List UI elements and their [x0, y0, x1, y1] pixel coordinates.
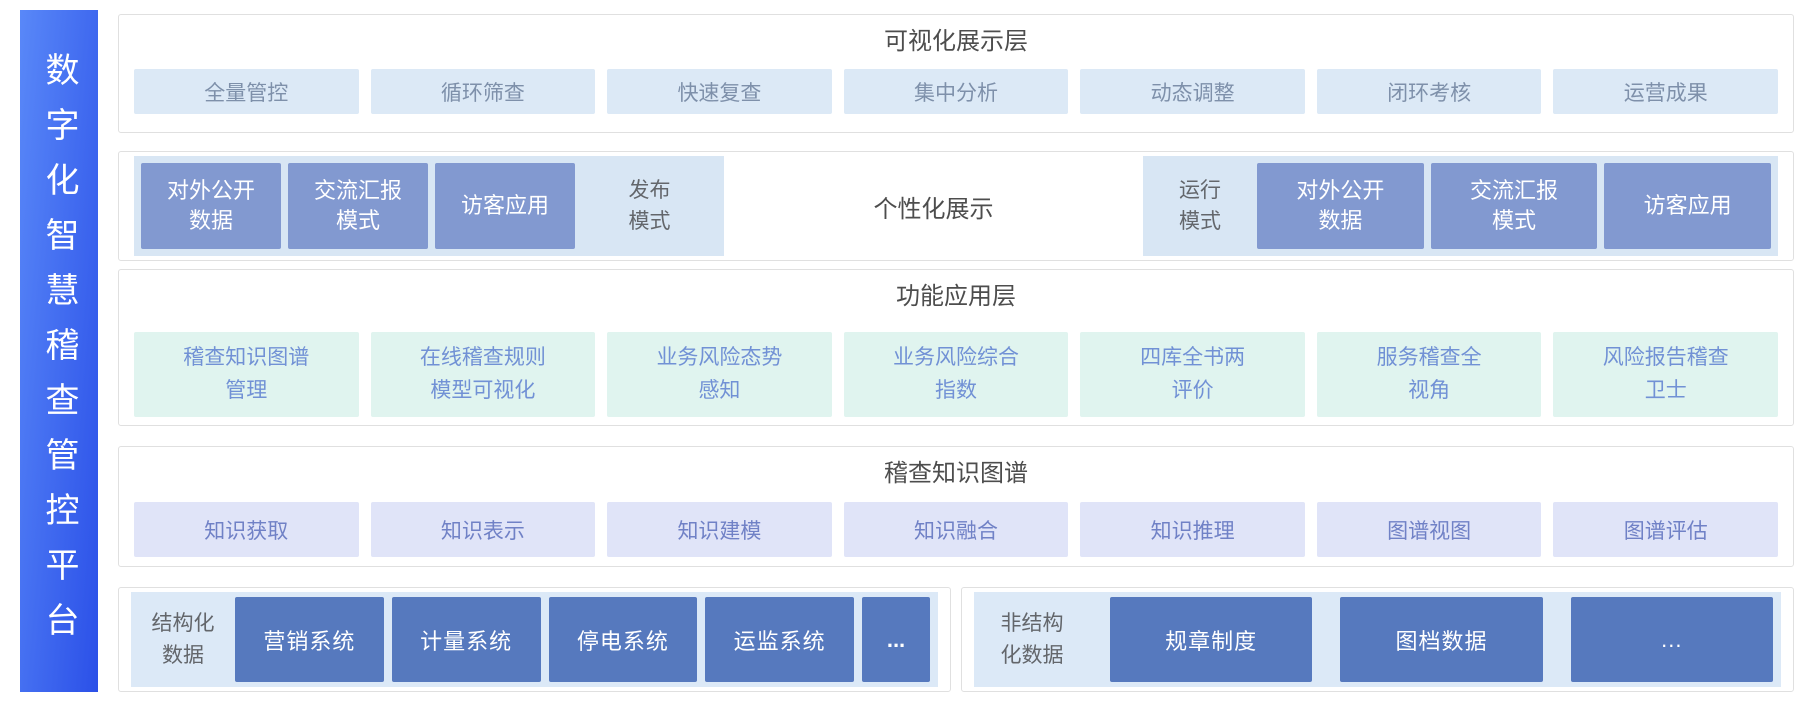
chip-knowledge-model: 知识建模 — [607, 502, 832, 557]
platform-title: 数字化智慧稽查管控平台 — [40, 52, 78, 657]
chip-four-library-eval: 四库全书两 评价 — [1080, 332, 1305, 417]
chip-closed-loop-assess: 闭环考核 — [1316, 69, 1542, 114]
box-more-unstructured: ... — [1570, 597, 1773, 682]
publish-mode-label: 发布 模式 — [628, 178, 671, 234]
box-public-data-2: 对外公开 数据 — [1257, 163, 1424, 249]
layer-data-sources: 结构化 数据 营销系统 计量系统 停电系统 运监系统 ... 非结构 化数据 规… — [118, 587, 1794, 692]
layer-function-title: 功能应用层 — [896, 283, 1016, 310]
layer-knowledge-title: 稽查知识图谱 — [884, 460, 1028, 487]
box-exchange-report-2: 交流汇报 模式 — [1430, 163, 1598, 249]
box-drawing-archive-data: 图档数据 — [1340, 597, 1543, 682]
chip-cycle-screening: 循环筛查 — [370, 69, 596, 114]
box-marketing-system: 营销系统 — [235, 597, 384, 682]
chip-knowledge-represent: 知识表示 — [370, 502, 596, 557]
chip-central-analysis: 集中分析 — [843, 69, 1069, 114]
platform-banner: 数字化智慧稽查管控平台 — [20, 10, 98, 692]
structured-data-card: 结构化 数据 营销系统 计量系统 停电系统 运监系统 ... — [118, 587, 951, 692]
run-mode-panel: 运行 模式 对外公开 数据 交流汇报 模式 访客应用 — [1143, 156, 1778, 256]
layer-function: 功能应用层 稽查知识图谱 管理 在线稽查规则 模型可视化 业务风险态势 感知 业… — [118, 269, 1794, 426]
box-public-data: 对外公开 数据 — [141, 163, 281, 249]
visualization-chip-row: 全量管控 循环筛查 快速复查 集中分析 动态调整 闭环考核 运营成果 — [134, 69, 1779, 114]
box-outage-system: 停电系统 — [548, 597, 698, 682]
publish-mode-panel: 对外公开 数据 交流汇报 模式 访客应用 发布 模式 — [134, 156, 724, 256]
box-visitor-app: 访客应用 — [435, 163, 575, 249]
personalized-display-label: 个性化展示 — [873, 195, 994, 223]
chip-online-rule-model: 在线稽查规则 模型可视化 — [370, 332, 596, 417]
layers-column: 可视化展示层 全量管控 循环筛查 快速复查 集中分析 动态调整 闭环考核 运营成… — [118, 14, 1794, 692]
box-metering-system: 计量系统 — [391, 597, 541, 682]
chip-knowledge-fusion: 知识融合 — [843, 502, 1069, 557]
box-more-structured: ... — [862, 597, 930, 682]
function-chip-row: 稽查知识图谱 管理 在线稽查规则 模型可视化 业务风险态势 感知 业务风险综合 … — [134, 332, 1779, 417]
layer-visualization: 可视化展示层 全量管控 循环筛查 快速复查 集中分析 动态调整 闭环考核 运营成… — [118, 14, 1794, 133]
layer-knowledge-graph: 稽查知识图谱 知识获取 知识表示 知识建模 知识融合 知识推理 图谱视图 图谱评… — [118, 446, 1794, 567]
knowledge-chip-row: 知识获取 知识表示 知识建模 知识融合 知识推理 图谱视图 图谱评估 — [134, 502, 1779, 557]
chip-knowledge-graph-mgmt: 稽查知识图谱 管理 — [134, 332, 359, 417]
chip-risk-index: 业务风险综合 指数 — [843, 332, 1069, 417]
chip-full-control: 全量管控 — [134, 69, 359, 114]
run-mode-label: 运行 模式 — [1179, 178, 1221, 234]
unstructured-data-card: 非结构 化数据 规章制度 图档数据 ... — [961, 587, 1794, 692]
chip-graph-view: 图谱视图 — [1316, 502, 1542, 557]
structured-data-panel: 结构化 数据 营销系统 计量系统 停电系统 运监系统 ... — [131, 592, 938, 687]
layer-visualization-title: 可视化展示层 — [884, 28, 1028, 55]
layer-display-modes: 对外公开 数据 交流汇报 模式 访客应用 发布 模式 个性化展示 运行 模式 对… — [118, 151, 1794, 261]
chip-knowledge-acquire: 知识获取 — [134, 502, 359, 557]
unstructured-data-panel: 非结构 化数据 规章制度 图档数据 ... — [974, 592, 1781, 687]
structured-data-label: 结构化 数据 — [151, 612, 215, 667]
chip-knowledge-reason: 知识推理 — [1080, 502, 1305, 557]
box-rules-regulations: 规章制度 — [1110, 597, 1313, 682]
chip-graph-eval: 图谱评估 — [1553, 502, 1779, 557]
unstructured-data-label: 非结构 化数据 — [1000, 612, 1064, 667]
box-operation-monitor-system: 运监系统 — [705, 597, 854, 682]
chip-risk-situation: 业务风险态势 感知 — [607, 332, 832, 417]
box-exchange-report: 交流汇报 模式 — [288, 163, 428, 249]
chip-quick-review: 快速复查 — [607, 69, 832, 114]
chip-service-inspection-view: 服务稽查全 视角 — [1316, 332, 1542, 417]
chip-risk-report-guard: 风险报告稽查 卫士 — [1553, 332, 1779, 417]
chip-dynamic-adjust: 动态调整 — [1080, 69, 1305, 114]
box-visitor-app-2: 访客应用 — [1604, 163, 1772, 249]
chip-operation-results: 运营成果 — [1553, 69, 1779, 114]
